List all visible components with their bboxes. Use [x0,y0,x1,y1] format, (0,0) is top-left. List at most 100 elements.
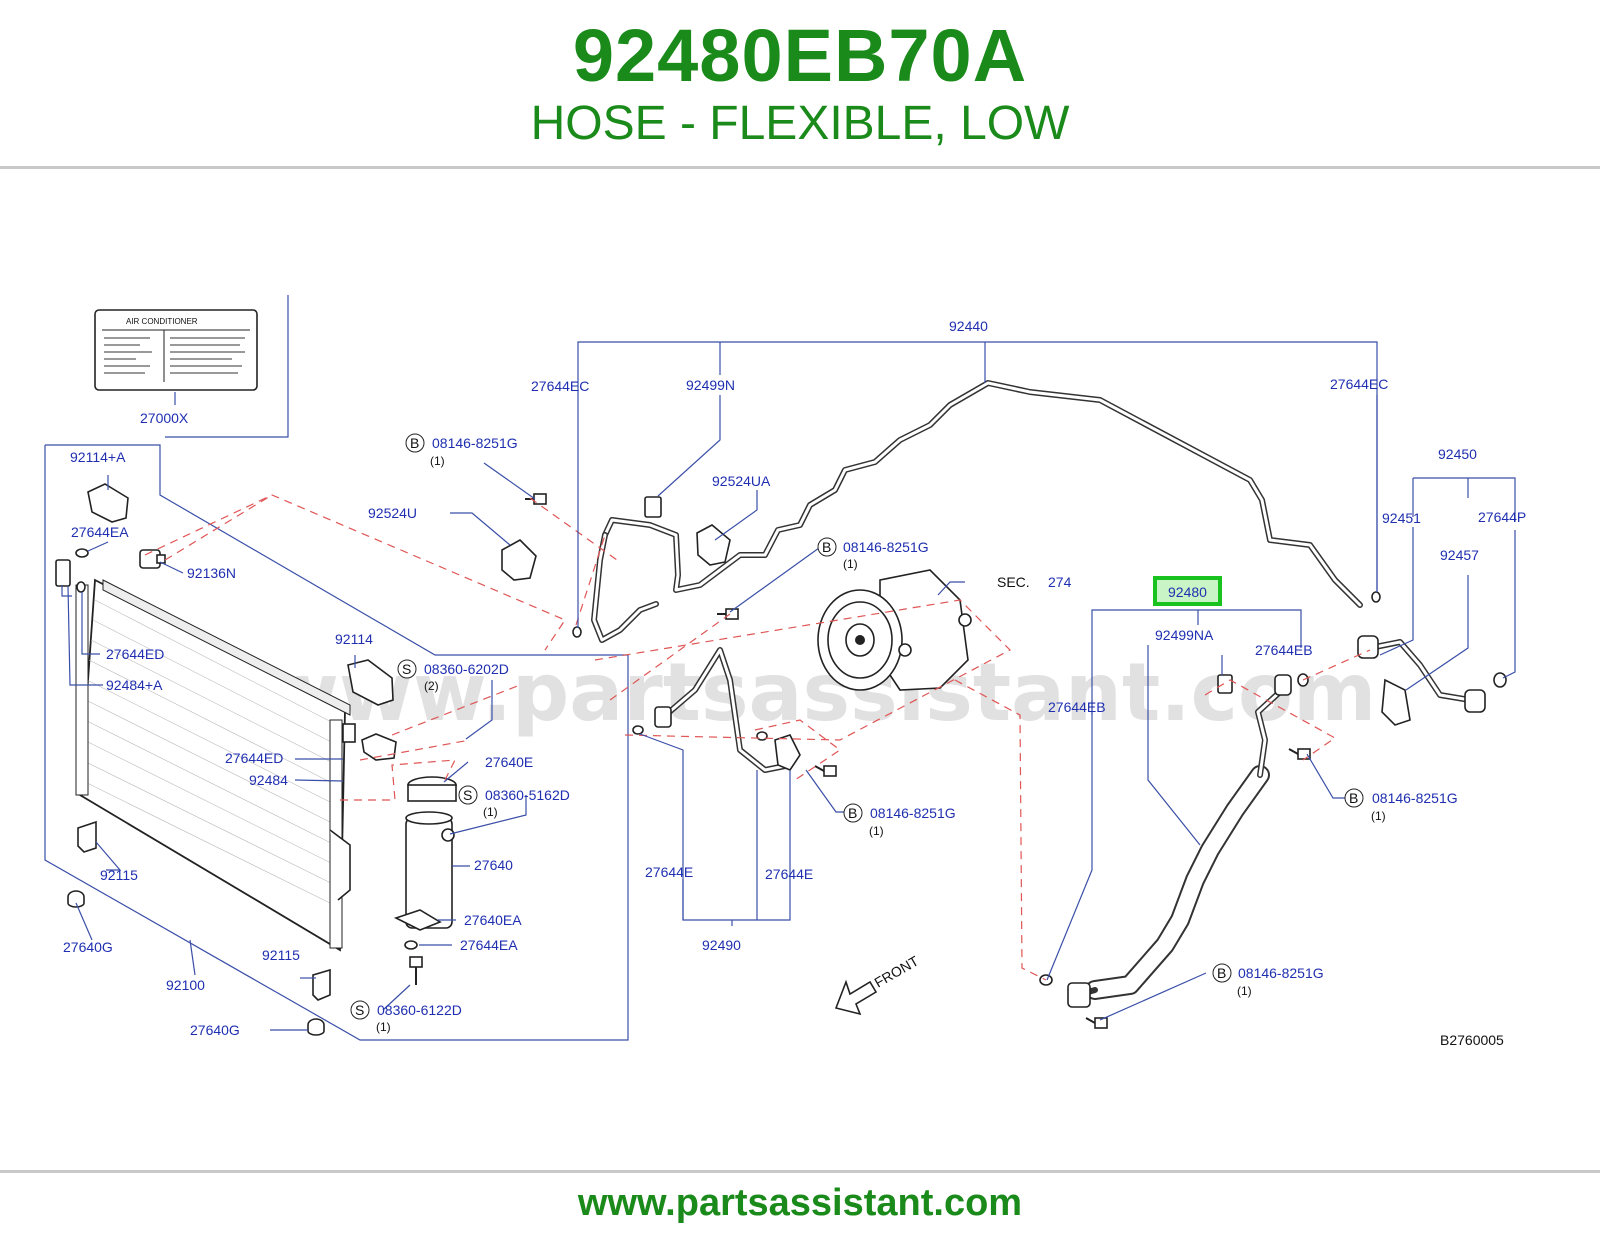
oring-27644e-left [632,725,644,735]
pressure-switch-92136n [139,549,166,569]
oring-27644ea-top [75,548,89,558]
callout-08146-lower-mid: B 08146-8251G (1) [843,803,956,838]
sticker-frame-line [165,295,289,438]
oring-27644ec-left [572,626,582,638]
assembly-dashed-lines [144,494,1371,981]
label-27640e: 27640E [485,754,533,770]
svg-text:S: S [355,1002,364,1018]
grommet-27640g-bottom [307,1018,325,1036]
label-08146-mid: 08146-8251G [843,539,929,555]
label-92490: 92490 [702,937,741,953]
callout-08146-mid: B 08146-8251G (1) [817,537,929,571]
label-92499n: 92499N [686,377,735,393]
label-92484a: 92484+A [106,677,163,693]
label-92499na: 92499NA [1155,627,1214,643]
label-27640: 27640 [474,857,513,873]
svg-text:B: B [1217,965,1226,981]
svg-text:274: 274 [1048,574,1072,590]
label-92524u: 92524U [368,505,417,521]
pipe-92440 [591,380,1363,643]
label-27644ea-top: 27644EA [71,524,129,540]
label-92100: 92100 [166,977,205,993]
compressor-sec-274 [817,569,972,691]
svg-text:S: S [463,787,472,803]
hose-92480-low-flexible [1067,674,1292,1008]
label-27640ea: 27640EA [464,912,522,928]
callout-08146-right: B 08146-8251G (1) [1344,788,1458,823]
oring-27644ec-right [1371,591,1381,603]
label-08146-top-left: 08146-8251G [432,435,518,451]
label-27644ea-bottom: 27644EA [460,937,518,953]
rubber-92115-left [77,820,97,853]
header-divider [0,166,1600,169]
label-27640g-left: 27640G [63,939,113,955]
svg-text:(2): (2) [424,679,439,693]
part-number-title: 92480EB70A [572,14,1028,97]
footer-divider [0,1170,1600,1173]
bolt-08146-bottom [1085,1017,1108,1029]
condenser-core [75,578,351,952]
front-label: FRONT [872,952,922,990]
label-27644e-left: 27644E [645,864,693,880]
page-header: 92480EB70A HOSE - FLEXIBLE, LOW [0,0,1600,168]
svg-text:(1): (1) [1371,809,1386,823]
label-08146-right: 08146-8251G [1372,790,1458,806]
parts-diagram: www.partsassistant.com AIR CONDITIONER 2… [44,295,1526,1048]
svg-text:S: S [402,661,411,677]
label-leader-lines [61,341,1516,1031]
label-92484: 92484 [249,772,288,788]
callout-08146-bottom: B 08146-8251G (1) [1212,963,1324,998]
svg-text:(1): (1) [843,557,858,571]
label-27644e-right: 27644E [765,866,813,882]
label-27644eb-right: 27644EB [1255,642,1313,658]
label-92480-highlighted: 92480 [1168,584,1207,600]
part-description: HOSE - FLEXIBLE, LOW [530,97,1070,150]
watermark-text: www.partsassistant.com [265,646,1376,739]
svg-text:B: B [410,435,419,451]
label-27644eb-left: 27644EB [1048,699,1106,715]
label-27644ed-left: 27644ED [106,646,164,662]
pipe-92450 [1357,635,1486,726]
bracket-92484a-shape [55,559,71,587]
svg-text:SEC.: SEC. [997,574,1030,590]
callout-sec-274: SEC. 274 [997,574,1072,590]
sticker-title: AIR CONDITIONER [126,317,198,326]
label-92114: 92114 [335,631,373,647]
bracket-92524u-shape [501,539,537,581]
bolt-08146-lower-mid [814,765,837,777]
highlight-92480[interactable]: 92480 [1153,576,1222,606]
label-27644p: 27644P [1478,509,1526,525]
ac-label-sticker: AIR CONDITIONER [94,309,258,391]
svg-text:B: B [822,539,831,555]
svg-text:(1): (1) [1237,984,1252,998]
callout-08360-6202d: S 08360-6202D (2) [397,659,509,693]
callout-08146-top-left: B 08146-8251G (1) [405,433,518,468]
label-08360-5162d: 08360-5162D [485,787,570,803]
bracket-27640ea-shape [393,909,442,931]
front-direction-arrow: FRONT [834,952,922,1016]
rubber-92115-right [312,968,331,1001]
label-27000x: 27000X [140,410,189,426]
grommet-27640g-left [67,890,85,908]
footer-website-link[interactable]: www.partsassistant.com [577,1182,1023,1224]
bracket-92524ua-shape [696,524,731,566]
svg-text:(1): (1) [483,805,498,819]
label-92524ua: 92524UA [712,473,771,489]
oring-27644p [1493,672,1507,688]
label-27644ec-right: 27644EC [1330,376,1388,392]
label-92450: 92450 [1438,446,1477,462]
bolt-08360-6122d [409,956,423,985]
label-08360-6202d: 08360-6202D [424,661,509,677]
valve-cap-92499na [1217,674,1233,694]
bracket-92114a-shape [87,483,129,523]
svg-text:(1): (1) [869,824,884,838]
svg-text:(1): (1) [430,454,445,468]
label-27644ed-center: 27644ED [225,750,283,766]
bracket-92484-shape [361,733,397,761]
bracket-92114-shape [347,659,394,706]
bolt-08360-5162d [441,828,455,842]
svg-text:(1): (1) [376,1020,391,1034]
label-92440: 92440 [949,318,988,334]
receiver-drier-27640 [405,776,457,929]
oring-27644e-right [756,731,768,741]
